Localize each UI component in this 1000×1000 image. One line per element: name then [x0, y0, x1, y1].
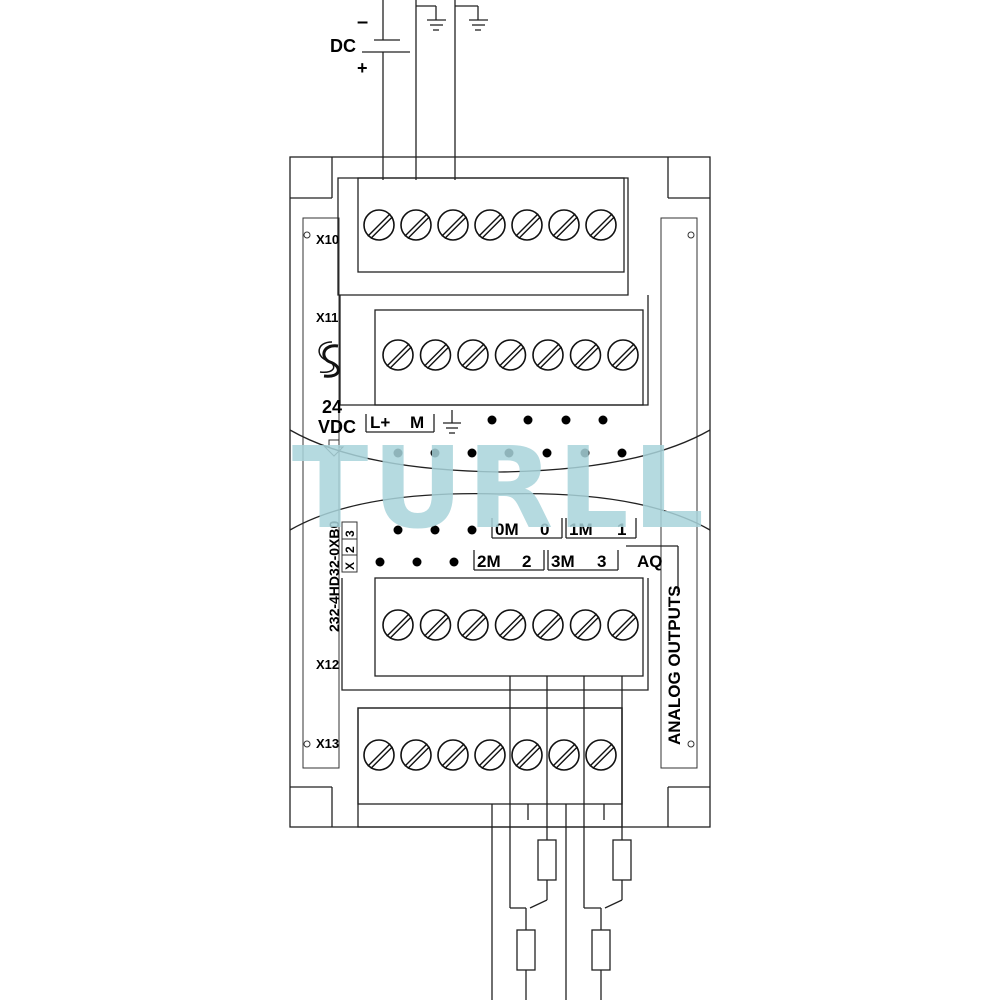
terminal-dot [542, 448, 552, 458]
terminal-dot [393, 525, 403, 535]
terminal-block-x10 [357, 177, 625, 273]
m-label: M [410, 413, 424, 432]
x11-label: X11 [316, 310, 338, 325]
dc-label: DC [330, 36, 356, 56]
x10-label: X10 [316, 232, 339, 247]
terminal-screw [511, 209, 543, 241]
ch0m-label: 0M [495, 520, 519, 539]
terminal-screw [457, 609, 489, 641]
battery-symbol [362, 0, 410, 180]
power-terminal-labels [365, 414, 435, 433]
ground-wire-2 [454, 0, 488, 180]
order-number: 232-4HD32-0XB0 [326, 521, 342, 632]
terminal-screw [382, 609, 414, 641]
l-plus-label: L+ [370, 413, 390, 432]
terminal-dot [430, 448, 440, 458]
terminal-screw [532, 339, 564, 371]
terminal-block-x11 [374, 309, 644, 406]
plus-sign: + [357, 58, 368, 78]
slot-2: 2 [343, 546, 357, 553]
minus-sign: – [357, 11, 368, 33]
terminal-screw [457, 339, 489, 371]
terminal-screw [494, 339, 527, 371]
watermark: TURLL [292, 424, 708, 554]
terminal-screw [437, 209, 469, 241]
terminal-dot [523, 415, 533, 425]
terminal-screw [437, 739, 469, 771]
ground-wire-1 [415, 0, 446, 180]
analog-outputs-label: ANALOG OUTPUTS [665, 585, 684, 745]
terminal-dot [375, 557, 385, 567]
output-label-frames [473, 518, 679, 592]
terminal-screw [400, 209, 432, 241]
terminal-block-x13 [357, 707, 623, 805]
ch1-label: 1 [617, 520, 626, 539]
terminal-screw [607, 339, 639, 371]
terminal-screw [511, 739, 543, 771]
ch2m-label: 2M [477, 552, 501, 571]
ground-icon [443, 410, 461, 434]
terminal-dot [467, 448, 477, 458]
slot-3: 3 [343, 530, 357, 537]
terminal-screw [400, 739, 432, 771]
terminal-screw [585, 739, 617, 771]
terminal-screw [607, 609, 639, 641]
terminal-dot [617, 448, 627, 458]
voltage-line-1: 24 [322, 397, 342, 417]
output-wiring [491, 676, 632, 1000]
terminal-dot [504, 448, 514, 458]
ch3m-label: 3M [551, 552, 575, 571]
slot-x: X [343, 562, 357, 570]
arrow-down-icon [323, 439, 345, 457]
aq-label: AQ [637, 552, 663, 571]
terminal-block-x12 [374, 577, 644, 677]
siemens-logo [318, 341, 340, 378]
terminal-screw [419, 609, 452, 641]
terminal-dot [449, 557, 459, 567]
terminal-screw [585, 209, 617, 241]
terminal-dot [412, 557, 422, 567]
terminal-screw [548, 209, 580, 241]
terminal-dot [561, 415, 571, 425]
terminal-dot [598, 415, 608, 425]
ch1m-label: 1M [569, 520, 593, 539]
terminal-screw [474, 739, 506, 771]
slot-boxes [341, 521, 358, 573]
x13-label: X13 [316, 736, 339, 751]
terminal-dot [467, 525, 477, 535]
ch2-label: 2 [522, 552, 531, 571]
terminal-screw [494, 609, 527, 641]
terminal-dot [580, 448, 590, 458]
terminal-screw [569, 339, 602, 371]
x12-label: X12 [316, 657, 339, 672]
terminal-screw [532, 609, 564, 641]
terminal-screw [363, 209, 395, 241]
unused-terminal-dots [375, 415, 627, 567]
terminal-screw [419, 339, 452, 371]
terminal-dot [487, 415, 497, 425]
voltage-line-2: VDC [318, 417, 356, 437]
terminal-screw [474, 209, 506, 241]
rail-holes [303, 231, 695, 748]
terminal-screw [569, 609, 602, 641]
terminal-dot [430, 525, 440, 535]
terminal-dot [393, 448, 403, 458]
terminal-screw [363, 739, 395, 771]
ch0-label: 0 [540, 520, 549, 539]
terminal-screw [548, 739, 580, 771]
terminal-screw [382, 339, 414, 371]
ch3-label: 3 [597, 552, 606, 571]
